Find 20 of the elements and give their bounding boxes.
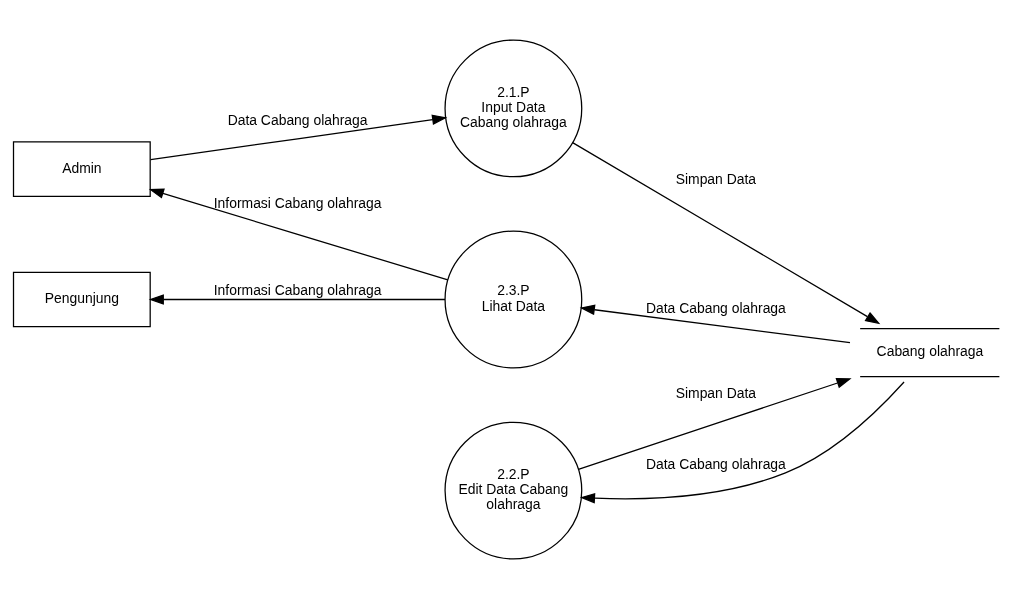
edge-label: Data Cabang olahraga [645,455,786,472]
node-circle: 2.2.P Edit Data Cabang olahraga [444,421,583,560]
edge-label: Informasi Cabang olahraga [213,194,382,211]
node-circle: 2.1.P Input Data Cabang olahraga [444,38,583,177]
arrow [150,113,448,160]
node-text: Cabang olahraga [876,342,984,359]
arrow [572,141,881,324]
arrow [579,380,905,504]
node-box: Admin [12,140,151,197]
node-box: Pengunjung [12,271,151,327]
arrow [148,187,449,281]
edge-label: Simpan Data [675,170,757,187]
node-circle: 2.3.P Lihat Data [444,230,583,368]
edge-label: Data Cabang olahraga [645,299,786,316]
arrow [579,304,851,343]
edge-label: Data Cabang olahraga [227,111,368,128]
arrow [577,377,852,470]
edge-label: Simpan Data [675,384,757,401]
arrow [148,293,446,305]
edge-label: Informasi Cabang olahraga [213,281,382,298]
